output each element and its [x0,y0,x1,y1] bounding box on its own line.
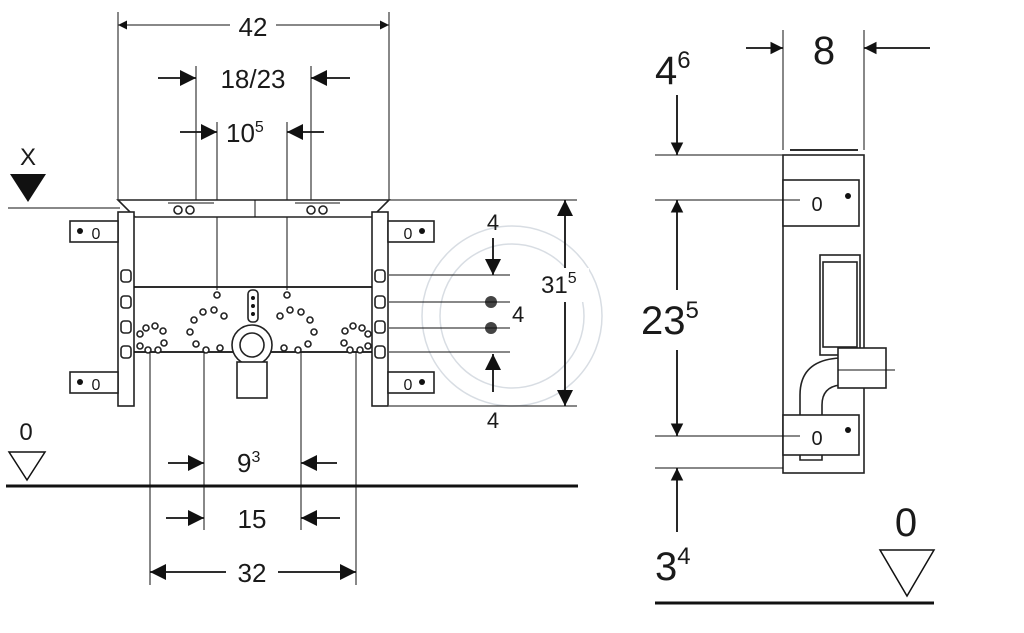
top-connectors [168,202,340,215]
side-bracket-top [782,179,860,227]
dimension-label-top-offset: 4 [487,210,499,235]
dimension-label-mount-spacing: 32 [238,558,267,588]
dimension-label-middle-offset: 4 [512,302,524,327]
svg-text:0: 0 [92,377,101,394]
reference-marker-x: X [20,144,36,171]
post-slots [120,269,386,359]
dimension-label-top-offset-side: 46 [655,47,691,93]
right-bracket-bottom: 0 [387,371,435,394]
mounting-hole-patterns [136,306,372,354]
svg-text:0: 0 [92,226,101,243]
dimension-label-depth: 8 [813,29,835,73]
front-view: 42 18/23 105 X [6,10,589,588]
dimension-label-pipe-spacing: 93 [237,448,260,478]
left-bracket-top: 0 [69,220,119,243]
left-bracket-bottom: 0 [69,371,119,394]
floor-level-label: 0 [19,419,32,446]
center-pipe-fitting [231,289,273,399]
frame-right-post [371,211,389,407]
dimension-label-mount-height: 235 [641,297,699,343]
reference-marker-triangle [10,174,46,202]
dimension-label-width: 42 [239,12,268,42]
svg-text:0: 0 [404,377,413,394]
dimension-label-floor-offset: 34 [655,543,691,589]
dimension-label-inner-spacing: 105 [226,118,264,148]
side-bracket-bottom [782,414,860,456]
svg-text:0: 0 [811,428,822,450]
right-bracket-top: 0 [387,220,435,243]
svg-text:0: 0 [404,226,413,243]
dimension-label-height: 315 [541,270,577,299]
frame-top-rail [116,199,391,218]
side-floor-level-triangle [878,549,936,598]
dimension-label-bottom-spacing: 15 [238,504,267,534]
floor-level-triangle [7,451,47,482]
svg-text:0: 0 [811,194,822,216]
side-flush-connector [837,347,887,389]
side-floor-level-label: 0 [895,501,917,545]
side-view: 8 46 0 0 235 34 0 [641,29,936,605]
dimension-label-connection-spacing: 18/23 [220,64,285,94]
frame-left-post [117,211,135,407]
dimension-label-bottom-offset: 4 [487,408,499,433]
